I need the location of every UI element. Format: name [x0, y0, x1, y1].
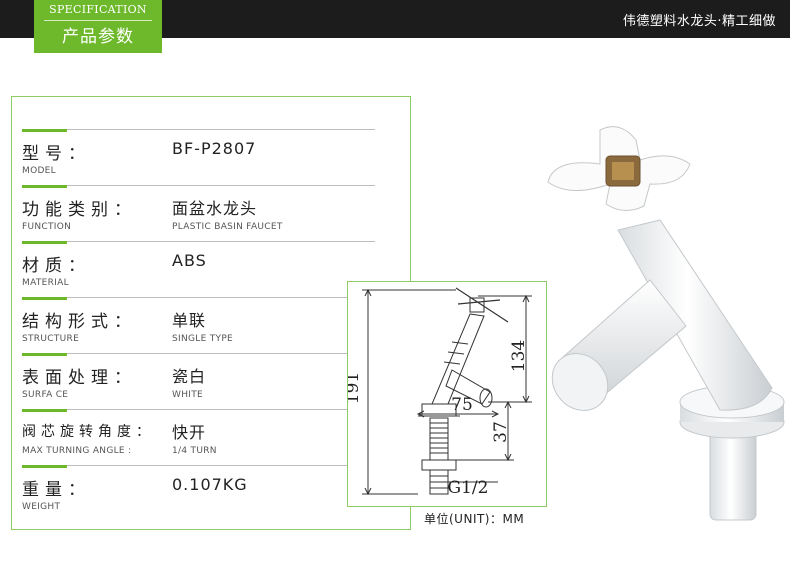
spec-label-en: STRUCTURE: [22, 334, 80, 344]
dim-spout-reach: 75: [451, 395, 473, 415]
spec-value-en: PLASTIC BASIN FAUCET: [172, 222, 283, 232]
spec-value: 0.107KG: [172, 475, 248, 494]
badge-divider: [44, 20, 152, 21]
spec-row-weight: 重量： WEIGHT 0.107KG: [22, 465, 375, 521]
badge-title-en: SPECIFICATION: [49, 3, 147, 16]
dim-thread-length: 37: [491, 421, 511, 443]
unit-note: 单位(UNIT)：MM: [424, 512, 525, 526]
spec-value: BF-P2807: [172, 139, 257, 158]
spec-label: 结构形式：: [22, 312, 137, 332]
spec-value: 单联: [172, 311, 207, 330]
spec-value: 瓷白: [172, 367, 207, 386]
spec-value: ABS: [172, 251, 207, 270]
spec-label: 材质：: [22, 256, 91, 276]
spec-label: 重量：: [22, 480, 91, 500]
spec-label-en: MATERIAL: [22, 278, 69, 288]
spec-label: 阀芯旋转角度：: [22, 424, 155, 440]
spec-row-surface: 表面处理： SURFA CE 瓷白 WHITE: [22, 353, 375, 409]
spec-label-en: MAX TURNING ANGLE :: [22, 446, 132, 456]
spec-label: 型号：: [22, 144, 91, 164]
spec-value-en: 1/4 TURN: [172, 446, 217, 456]
spec-value: 面盆水龙头: [172, 199, 258, 218]
spec-value-en: WHITE: [172, 390, 204, 400]
spec-label-en: WEIGHT: [22, 502, 61, 512]
spec-row-turning-angle: 阀芯旋转角度： MAX TURNING ANGLE : 快开 1/4 TURN: [22, 409, 375, 465]
dim-spout-height: 134: [509, 340, 529, 372]
spec-label: 表面处理：: [22, 368, 137, 388]
faucet-product-image: [540, 120, 790, 530]
spec-value-en: SINGLE TYPE: [172, 334, 234, 344]
specification-badge: SPECIFICATION 产品参数: [34, 0, 162, 53]
spec-label-en: SURFA CE: [22, 390, 69, 400]
spec-row-structure: 结构形式： STRUCTURE 单联 SINGLE TYPE: [22, 297, 375, 353]
badge-title-zh: 产品参数: [62, 27, 134, 47]
spec-row-model: 型号： MODEL BF-P2807: [22, 129, 375, 185]
spec-row-function: 功能类别： FUNCTION 面盆水龙头 PLASTIC BASIN FAUCE…: [22, 185, 375, 241]
dim-total-height: 191: [348, 372, 363, 404]
spec-label-en: MODEL: [22, 166, 56, 176]
dimension-drawing: 191 134 75 37 G1/2: [347, 281, 547, 507]
dim-thread-size: G1/2: [448, 478, 489, 498]
spec-label-en: FUNCTION: [22, 222, 72, 232]
spec-value: 快开: [172, 423, 207, 442]
spec-row-material: 材质： MATERIAL ABS: [22, 241, 375, 297]
spec-label: 功能类别：: [22, 200, 137, 220]
faucet-line-drawing: 191 134 75 37 G1/2: [348, 287, 532, 498]
brand-tagline: 伟德塑料水龙头·精工细做: [622, 14, 776, 29]
